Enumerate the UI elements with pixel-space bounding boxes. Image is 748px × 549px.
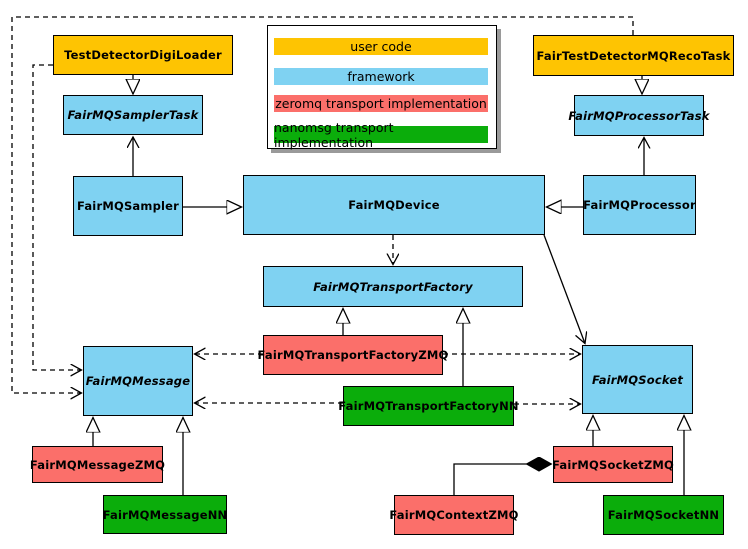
- class-box-fairmqprocessor: FairMQProcessor: [583, 175, 696, 235]
- class-label: FairMQSamplerTask: [67, 108, 199, 122]
- class-label: FairMQMessage: [85, 374, 191, 388]
- class-label: FairMQTransportFactoryNN: [338, 399, 519, 413]
- class-box-fairmqtransportfactory: FairMQTransportFactory: [263, 266, 523, 307]
- class-label: FairMQContextZMQ: [389, 508, 519, 522]
- class-box-fairmqsocket: FairMQSocket: [582, 345, 693, 414]
- legend-label: user code: [350, 39, 412, 54]
- edge-recotask-message: [11, 16, 634, 393]
- class-label: FairMQMessageNN: [102, 507, 228, 522]
- class-label: FairMQDevice: [348, 198, 440, 212]
- class-label: FairMQSocketNN: [607, 508, 720, 522]
- class-label: FairMQSocket: [591, 372, 684, 387]
- legend-item-user-code: user code: [274, 38, 488, 55]
- class-box-fairmqsamplertask: FairMQSamplerTask: [63, 95, 203, 135]
- class-box-testdetectordigiloader: TestDetectorDigiLoader: [53, 35, 233, 75]
- class-box-fairmqmessagezmq: FairMQMessageZMQ: [29, 446, 166, 483]
- legend-item-framework: framework: [274, 68, 488, 85]
- class-box-fairmqmessagenn: FairMQMessageNN: [103, 495, 227, 534]
- class-label: FairMQTransportFactory: [313, 279, 473, 294]
- class-box-fairmqsampler: FairMQSampler: [73, 176, 183, 236]
- class-label: FairMQSocketZMQ: [552, 457, 674, 472]
- class-box-fairmqsocketnn: FairMQSocketNN: [603, 495, 724, 535]
- legend: user code framework zeromq transport imp…: [267, 25, 497, 150]
- class-box-fairmqdevice: FairMQDevice: [243, 175, 545, 235]
- edge-device-socket: [543, 234, 585, 344]
- edge-contextzmq-socketzmq: [453, 464, 552, 495]
- class-box-fairmqtransportfactorynn: FairMQTransportFactoryNN: [338, 386, 519, 426]
- class-label: FairMQProcessor: [583, 198, 696, 212]
- legend-label: zeromq transport implementation: [275, 96, 487, 111]
- class-label: TestDetectorDigiLoader: [64, 48, 222, 62]
- class-label: FairMQProcessorTask: [568, 108, 710, 123]
- legend-item-zeromq: zeromq transport implementation: [274, 95, 488, 112]
- class-box-fairmqprocessortask: FairMQProcessorTask: [568, 95, 709, 136]
- edge-digiloader-message: [32, 64, 82, 370]
- class-box-fairmqsocketzmq: FairMQSocketZMQ: [552, 446, 674, 483]
- class-label: FairTestDetectorMQRecoTask: [536, 48, 731, 63]
- class-label: FairMQTransportFactoryZMQ: [257, 348, 449, 362]
- legend-label: framework: [347, 69, 415, 84]
- legend-label: nanomsg transport implementation: [274, 119, 394, 150]
- class-box-fairtestdetectormqrecotask: FairTestDetectorMQRecoTask: [533, 35, 734, 76]
- class-box-fairmqcontextzmq: FairMQContextZMQ: [389, 495, 518, 535]
- legend-item-nanomsg: nanomsg transport implementation: [274, 120, 488, 150]
- class-box-fairmqtransportfactoryzmq: FairMQTransportFactoryZMQ: [258, 335, 448, 375]
- class-label: FairMQSampler: [76, 199, 180, 213]
- class-label: FairMQMessageZMQ: [29, 457, 166, 472]
- class-box-fairmqmessage: FairMQMessage: [83, 346, 193, 416]
